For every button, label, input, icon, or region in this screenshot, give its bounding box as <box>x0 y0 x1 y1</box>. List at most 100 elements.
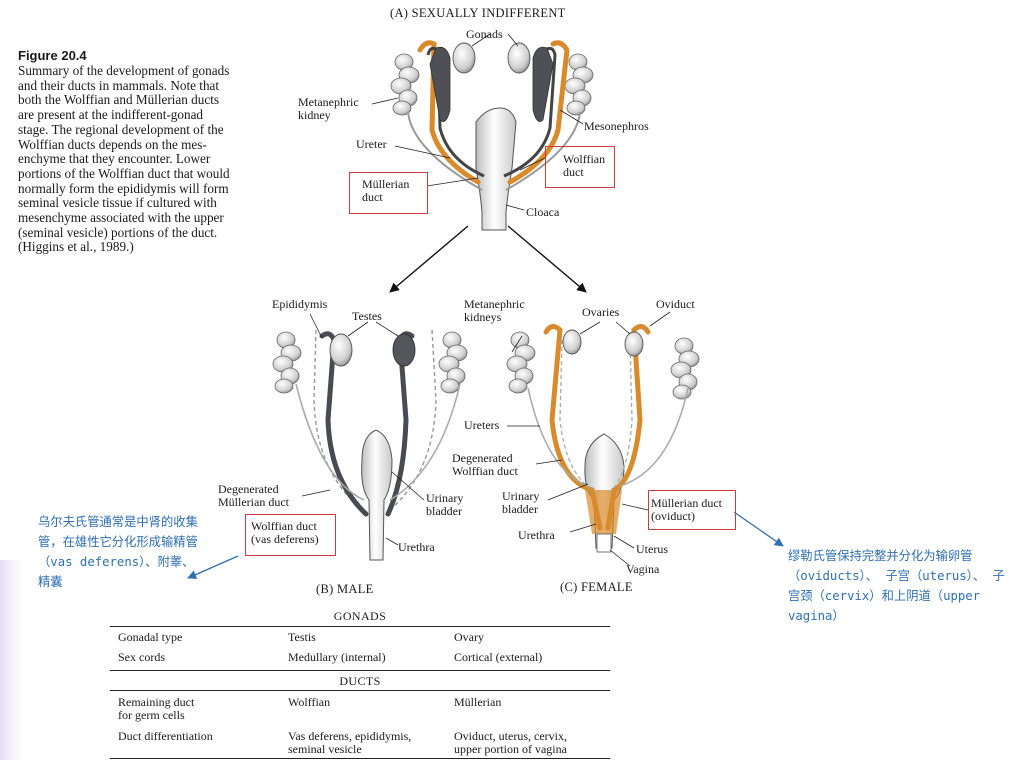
mesonephros-right <box>532 46 554 123</box>
ureter-left <box>407 111 483 191</box>
metanephric-kidney-c-left <box>506 331 536 394</box>
label-testes: Testes <box>352 309 382 323</box>
oviduct-highlight <box>648 490 736 530</box>
left-edge-wash <box>0 560 22 760</box>
caption-line: mesenchyme associated with the upper <box>18 210 224 226</box>
wolffian-duct-left <box>426 46 485 178</box>
mullerian-oviduct-left <box>543 324 603 531</box>
ureter-b-right <box>389 383 461 501</box>
table-row-label: Gonadal type <box>118 630 183 644</box>
caption-line: portions of the Wolffian duct that would <box>18 165 230 181</box>
urinary-bladder-b <box>361 429 393 561</box>
caption-line: Wolffian ducts depends on the mes- <box>18 136 207 152</box>
label-gonads: Gonads <box>466 27 503 41</box>
metanephric-kidney-left <box>390 53 420 116</box>
table-rule-bottom <box>110 758 610 759</box>
label-ureter: Ureter <box>356 137 387 151</box>
label-mesonephros: Mesonephros <box>584 119 649 133</box>
mesonephros-left <box>429 46 451 123</box>
note-right-arrow <box>733 511 784 547</box>
metanephric-kidney-b-left <box>272 331 302 394</box>
note-mullerian-chinese: 缪勒氏管保持完整并分化为输卵管（oviducts）、 子宫（uterus）、 子… <box>788 549 1005 623</box>
caption-line: and their ducts in mammals. Note that <box>18 77 220 93</box>
panel-b-title: (B) MALE <box>316 582 374 596</box>
wolffian-duct-b-right <box>385 331 415 517</box>
vas-deferens-highlight <box>245 514 336 556</box>
wolffian-duct-b-left <box>319 331 369 517</box>
caption-line: stage. The regional development of the <box>18 121 224 137</box>
label-mullerian-duct-c: Müllerian duct(oviduct) <box>651 496 722 523</box>
note-wolffian-chinese: 乌尔夫氏管通常是中肾的收集管，在雄性它分化形成输精管（vas deferens）… <box>38 515 198 589</box>
testis-left <box>329 333 353 367</box>
panel-a-drawing <box>371 33 594 231</box>
table-cell-male: Vas deferens, epididymis,seminal vesicle <box>288 729 412 756</box>
note-left-arrow <box>187 555 239 579</box>
table-cell-female: Cortical (external) <box>454 650 543 664</box>
caption-line: (Higgins et al., 1989.) <box>18 239 134 255</box>
cloaca-body <box>475 107 517 231</box>
caption-line: seminal vesicle tissue if cultured with <box>18 195 217 211</box>
table-row-label: Duct differentiation <box>118 729 213 743</box>
table-cell-female: Oviduct, uterus, cervix,upper portion of… <box>454 729 567 756</box>
table-rule-top <box>110 626 610 627</box>
vagina <box>596 533 612 553</box>
gonad-right <box>507 42 531 74</box>
table-header-gonads: GONADS <box>333 609 387 623</box>
ureter-right <box>505 111 581 191</box>
label-ovaries: Ovaries <box>582 305 620 319</box>
table-cell-female: Ovary <box>454 630 484 644</box>
degenerated-wolffian-right <box>609 339 633 493</box>
arrow-to-male <box>389 225 469 293</box>
table-row-label: Sex cords <box>118 650 165 664</box>
mullerian-duct-right <box>507 40 570 185</box>
label-cloaca: Cloaca <box>526 205 560 219</box>
mullerian-duct-left <box>417 40 481 185</box>
label-wolffian-duct-b: Wolffian duct(vas deferens) <box>251 519 319 546</box>
caption-line: enchyme that they encounter. Lower <box>18 151 211 167</box>
degenerated-mullerian-right <box>391 329 437 509</box>
caption-line: Summary of the development of gonads <box>18 63 230 78</box>
label-ureters: Ureters <box>464 418 500 432</box>
caption-line: (seminal vesicle) portions of the duct. <box>18 224 218 240</box>
ureter-b-left <box>295 383 365 501</box>
table-rule-ducts <box>110 690 610 691</box>
panel-a-title: (A) SEXUALLY INDIFFERENT <box>390 6 566 20</box>
ovary-right <box>624 331 644 357</box>
label-oviduct: Oviduct <box>656 297 695 311</box>
table-rule-mid <box>110 670 610 671</box>
table-cell-female: Müllerian <box>454 695 502 709</box>
label-urethra-b: Urethra <box>398 540 435 554</box>
gonad-left <box>452 42 476 74</box>
table-cell-male: Medullary (internal) <box>288 650 386 664</box>
metanephric-kidney-c-right <box>670 337 700 400</box>
degenerated-wolffian-left <box>559 339 597 493</box>
caption-line: are present at the indifferent-gonad <box>18 107 204 123</box>
table-cell-male: Testis <box>288 630 316 644</box>
wolffian-duct-right <box>503 46 557 178</box>
panel-b-drawing <box>272 313 468 561</box>
testis-right <box>392 333 416 367</box>
label-uterus: Uterus <box>636 542 668 556</box>
arrow-to-female <box>507 225 587 293</box>
label-urethra-c: Urethra <box>518 528 555 542</box>
panel-c-drawing <box>506 311 700 567</box>
label-vagina: Vagina <box>626 562 660 576</box>
uterus <box>585 490 622 534</box>
panel-c-title: (C) FEMALE <box>560 580 633 594</box>
caption-line: both the Wolffian and Müllerian ducts <box>18 92 219 108</box>
figure-caption: Summary of the development of gonads and… <box>18 63 288 255</box>
ovary-left <box>562 329 582 355</box>
mullerian-oviduct-right <box>605 324 651 531</box>
ureter-c-left <box>527 387 589 487</box>
label-epididymis: Epididymis <box>272 297 328 311</box>
metanephric-kidney-right <box>564 53 594 116</box>
